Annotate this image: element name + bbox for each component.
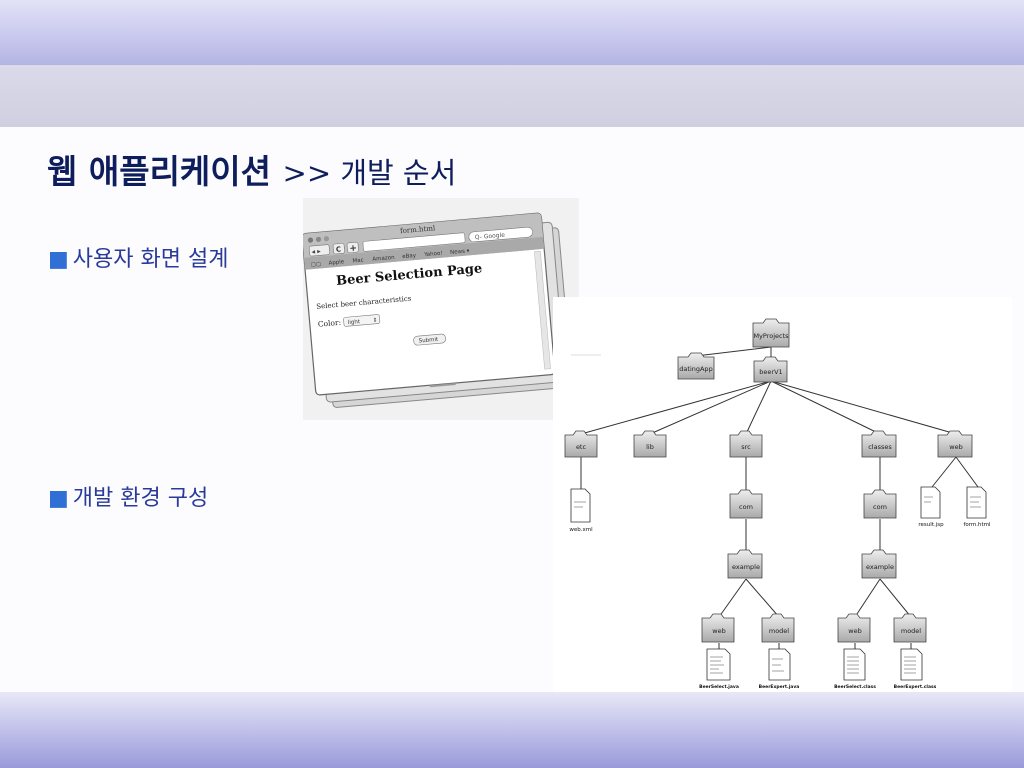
folder-src-web: web [701,613,735,643]
svg-text:MyProjects: MyProjects [753,332,789,340]
color-label: Color: [317,318,341,329]
folder-classes-model: model [893,613,927,643]
folder-datingapp: datingApp [677,352,715,380]
label-web-xml: web.xml [569,527,593,533]
bookmark-item: Apple [328,259,345,266]
folder-classes-com: com [863,489,897,519]
zoom-dot-icon [323,236,330,242]
svg-text:com: com [739,503,753,511]
svg-text:web: web [712,627,725,635]
bookmark-item: News ▾ [450,248,470,256]
svg-text:example: example [732,563,760,571]
submit-button [413,333,446,346]
svg-text:model: model [769,627,789,635]
slide-title-main: 웹 애플리케이션 [47,152,272,191]
folder-src-model: model [761,613,795,643]
folder-src-example: example [727,549,763,579]
slide-title: 웹 애플리케이션 >> 개발 순서 [47,145,456,193]
select-arrow-icon: ⇕ [372,317,377,324]
address-field [362,232,466,252]
svg-text:web: web [949,443,962,451]
close-dot-icon [307,237,314,243]
header-band [0,0,1024,65]
color-select [343,314,381,327]
bullet-ui-design: ■사용자 화면 설계 [48,241,228,273]
color-select-value: light [348,319,362,326]
label-result-jsp: result.jsp [918,522,944,528]
search-placeholder: Q- Google [475,232,506,242]
file-result-jsp-icon [920,486,941,519]
file-web-xml-icon [570,488,591,523]
minimize-dot-icon [315,236,322,243]
bookmarks-icon: ▢▢ [310,261,321,268]
footer-band [0,692,1024,768]
bookmark-item: Yahoo! [423,251,443,259]
label-form-html: form.html [963,522,991,528]
folder-beerv1: beerV1 [753,356,788,383]
file-beerselect-class-icon [843,648,866,681]
svg-text:src: src [741,443,751,451]
svg-text:datingApp: datingApp [679,365,712,373]
label-beerselect-java: BeerSelect.java [699,684,739,690]
svg-text:example: example [866,563,894,571]
folder-myprojects: MyProjects [752,318,790,348]
folder-classes: classes [861,430,897,458]
file-form-html-icon [966,486,987,519]
bookmark-item: Amazon [372,255,395,263]
browser-title: form.html [400,224,437,235]
svg-text:beerV1: beerV1 [759,368,782,376]
label-beerselect-class: BeerSelect.class [834,684,876,690]
folder-etc: etc [564,430,598,458]
back-forward-icon: ◂ ▸ [311,247,321,256]
reload-icon: C [336,245,342,253]
submit-label: Submit [418,337,439,345]
folder-classes-web: web [837,613,871,643]
browser-screenshot-figure: form.html ◂ ▸ C + Q- Google ▢▢ Apple Mac… [303,198,579,420]
file-beerexpert-class-icon [900,648,923,681]
add-tab-icon: + [349,244,357,255]
bookmark-item: Mac [352,258,364,265]
scrollbar [534,250,551,370]
label-beerexpert-java: BeerExpert.java [759,684,800,690]
svg-text:web: web [848,627,861,635]
browser-window: form.html ◂ ▸ C + Q- Google ▢▢ Apple Mac… [303,212,556,396]
folder-classes-example: example [861,549,897,579]
svg-text:lib: lib [646,443,654,451]
folder-src-com: com [729,489,763,519]
bullet-dev-environment: ■개발 환경 구성 [48,480,208,512]
slide-title-sub: >> 개발 순서 [282,156,457,190]
svg-text:model: model [901,627,921,635]
bullet-text: 사용자 화면 설계 [72,247,229,272]
svg-text:classes: classes [868,443,892,451]
file-beerselect-java-icon [706,648,731,681]
file-beerexpert-java-icon [768,648,791,681]
bookmark-item: eBay [402,253,417,260]
bullet-text: 개발 환경 구성 [72,486,209,511]
folder-lib: lib [633,430,667,458]
bullet-marker: ■ [48,247,69,272]
svg-text:etc: etc [576,443,587,451]
search-field [468,226,533,243]
bullet-marker: ■ [48,486,69,511]
subheader-band [0,65,1024,127]
project-directory-tree: MyProjects datingApp beerV1 etc lib src [553,297,1012,711]
folder-web: web [937,430,973,458]
label-beerexpert-class: BeerExpert.class [894,684,937,690]
folder-src: src [729,430,763,458]
svg-text:com: com [873,503,887,511]
